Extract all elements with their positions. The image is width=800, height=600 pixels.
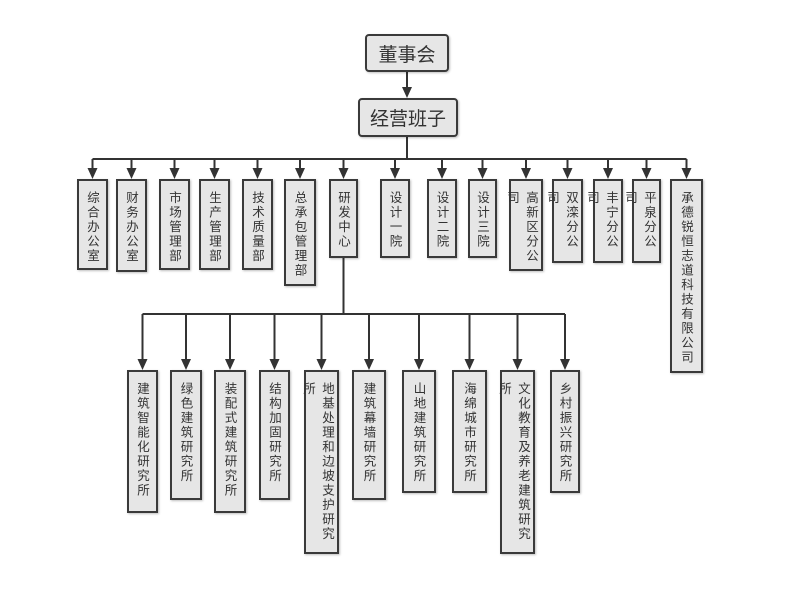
node-research-institute-7[interactable]: 海绵城市研究所 [452, 370, 487, 493]
node-label: 综合办公室 [85, 191, 100, 264]
node-department-11[interactable]: 双滦分公司 [545, 179, 583, 263]
node-label: 建筑幕墙研究所 [361, 382, 377, 484]
node-label: 结构加固研究所 [267, 382, 282, 484]
arrowhead-icon [338, 168, 349, 179]
arrowhead-icon [316, 359, 327, 370]
arrowhead-icon [225, 359, 235, 370]
arrowhead-icon [252, 168, 263, 179]
arrowhead-icon [364, 359, 374, 370]
arrowhead-icon [402, 87, 412, 98]
arrowhead-icon [295, 168, 305, 179]
node-department-9[interactable]: 设计三院 [468, 179, 497, 258]
node-label: 生产管理部 [207, 191, 222, 264]
node-research-institute-0[interactable]: 建筑智能化研究所 [127, 370, 158, 513]
arrowhead-icon [126, 168, 137, 179]
node-label: 经营班子 [369, 108, 446, 130]
node-label: 丰宁分公司 [585, 191, 619, 249]
node-department-6[interactable]: 研发中心 [329, 179, 358, 258]
arrowhead-icon [521, 168, 531, 179]
node-department-5[interactable]: 总承包管理部 [284, 179, 316, 286]
arrowhead-icon [169, 168, 180, 179]
arrowhead-icon [414, 359, 424, 370]
node-label: 总承包管理部 [292, 191, 308, 278]
node-label: 乡村振兴研究所 [557, 382, 573, 484]
node-label: 文化教育及养老建筑研究所 [497, 382, 531, 542]
node-label: 装配式建筑研究所 [222, 382, 238, 498]
node-research-institute-8[interactable]: 文化教育及养老建筑研究所 [497, 370, 535, 554]
node-label: 承德锐恒志道科技有限公司 [679, 191, 694, 365]
node-label: 设计一院 [387, 191, 403, 249]
arrowhead-icon [137, 359, 148, 370]
node-department-3[interactable]: 生产管理部 [199, 179, 230, 270]
node-department-8[interactable]: 设计二院 [427, 179, 457, 258]
node-label: 财务办公室 [124, 191, 139, 264]
arrowhead-icon [269, 359, 280, 370]
node-research-institute-6[interactable]: 山地建筑研究所 [402, 370, 436, 493]
node-department-14[interactable]: 承德锐恒志道科技有限公司 [670, 179, 703, 373]
arrowhead-icon [477, 168, 488, 179]
node-department-12[interactable]: 丰宁分公司 [585, 179, 623, 263]
node-label: 双滦分公司 [545, 191, 579, 249]
arrowhead-icon [681, 168, 692, 179]
node-label: 设计三院 [475, 191, 490, 249]
node-label: 建筑智能化研究所 [135, 382, 150, 498]
arrowhead-icon [437, 168, 447, 179]
node-department-13[interactable]: 平泉分公司 [623, 179, 661, 263]
node-research-institute-4[interactable]: 地基处理和边坡支护研究所 [301, 370, 339, 554]
node-department-4[interactable]: 技术质量部 [242, 179, 273, 270]
node-research-institute-9[interactable]: 乡村振兴研究所 [550, 370, 580, 493]
node-department-2[interactable]: 市场管理部 [159, 179, 190, 270]
arrowhead-icon [390, 168, 400, 179]
node-label: 地基处理和边坡支护研究所 [301, 382, 335, 542]
node-department-7[interactable]: 设计一院 [380, 179, 410, 258]
node-research-institute-5[interactable]: 建筑幕墙研究所 [352, 370, 386, 500]
node-management[interactable]: 经营班子 [358, 98, 458, 137]
node-label: 市场管理部 [167, 191, 182, 264]
arrowhead-icon [87, 168, 98, 179]
arrowhead-icon [641, 168, 652, 179]
node-board[interactable]: 董事会 [365, 34, 449, 72]
node-label: 海绵城市研究所 [462, 382, 477, 484]
node-label: 技术质量部 [250, 191, 265, 264]
node-research-institute-3[interactable]: 结构加固研究所 [259, 370, 290, 500]
node-label: 董事会 [378, 43, 436, 66]
node-label: 平泉分公司 [623, 191, 657, 249]
arrowhead-icon [562, 168, 573, 179]
node-research-institute-1[interactable]: 绿色建筑研究所 [170, 370, 202, 500]
arrowhead-icon [209, 168, 220, 179]
node-label: 山地建筑研究所 [411, 382, 427, 484]
arrowhead-icon [512, 359, 523, 370]
node-label: 绿色建筑研究所 [178, 382, 194, 484]
arrowhead-icon [464, 359, 475, 370]
node-department-1[interactable]: 财务办公室 [116, 179, 147, 272]
arrowhead-icon [181, 359, 191, 370]
node-department-10[interactable]: 高新区分公司 [505, 179, 543, 271]
node-label: 设计二院 [434, 191, 450, 249]
node-label: 研发中心 [336, 191, 351, 249]
arrowhead-icon [603, 168, 613, 179]
node-label: 高新区分公司 [505, 191, 539, 264]
node-department-0[interactable]: 综合办公室 [77, 179, 108, 270]
node-research-institute-2[interactable]: 装配式建筑研究所 [214, 370, 246, 513]
arrowhead-icon [560, 359, 570, 370]
